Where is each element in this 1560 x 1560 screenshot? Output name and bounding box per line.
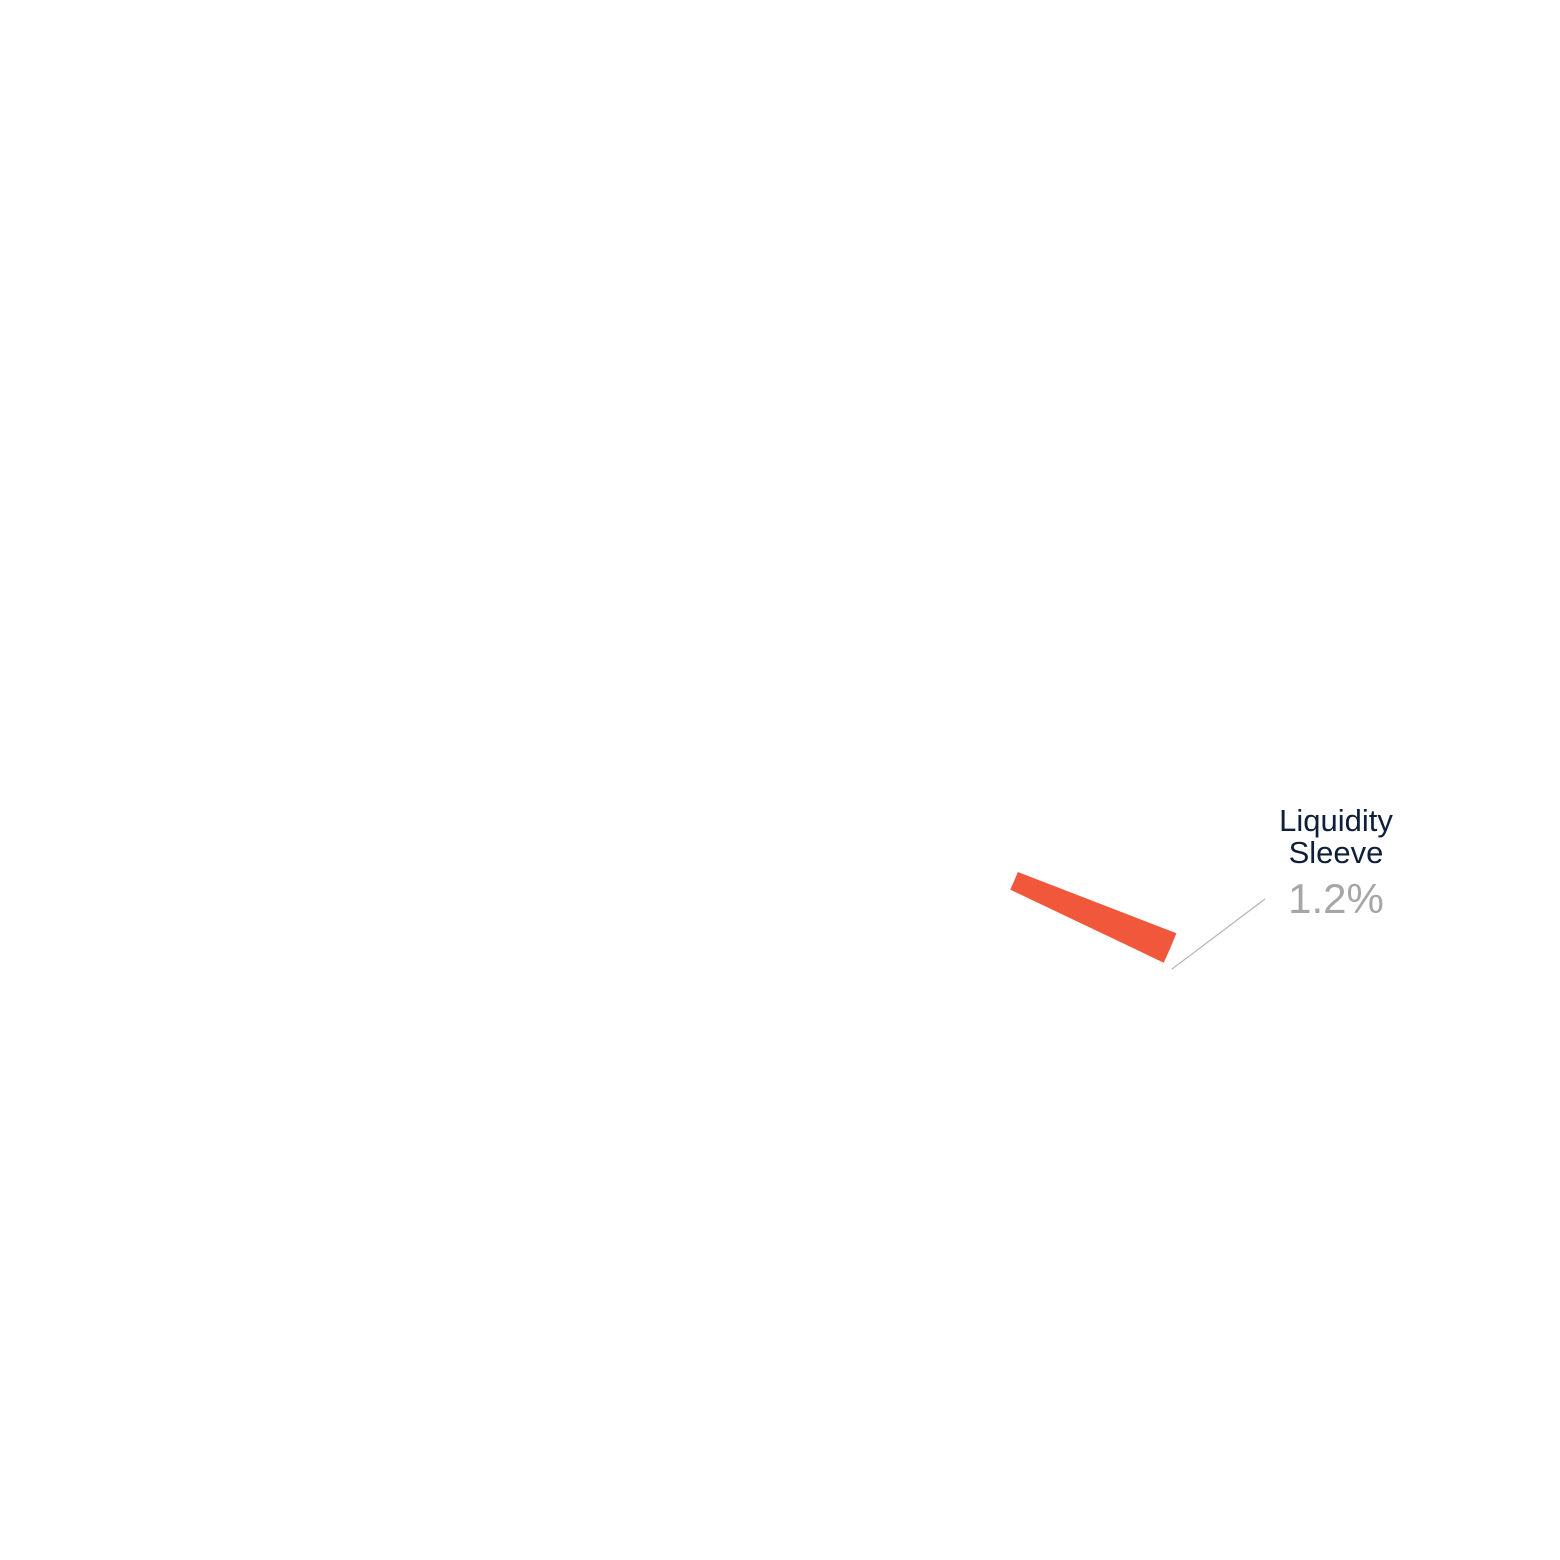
slice-label-line-2: Sleeve xyxy=(1289,835,1384,870)
slices-layer xyxy=(1010,871,1177,963)
pie-slice-liquidity-sleeve xyxy=(1010,871,1177,963)
leader-line xyxy=(1171,898,1266,970)
slice-label-line-1: Liquidity xyxy=(1279,803,1393,838)
slice-value-label: 1.2% xyxy=(1288,875,1384,922)
